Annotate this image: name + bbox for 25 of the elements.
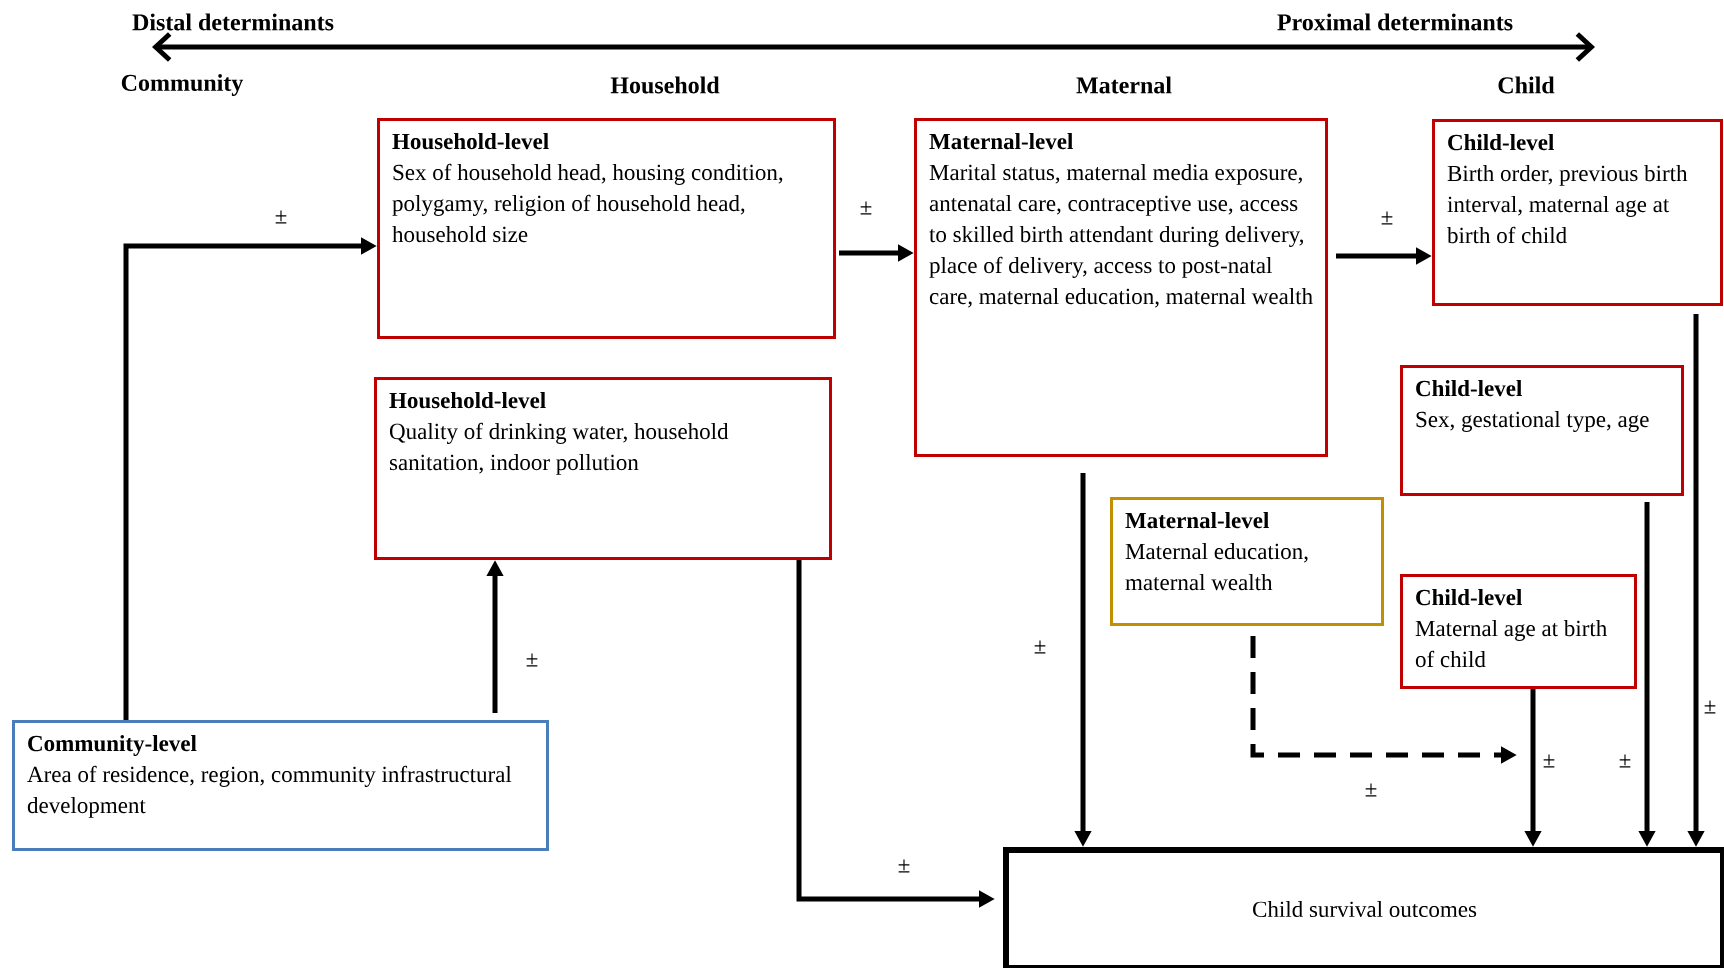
column-heading: Household [610,76,720,94]
outcome-box: Child survival outcomes [1003,847,1724,968]
determinant-label: Proximal determinants [1277,13,1513,31]
edge-label: ± [1617,753,1633,769]
edge-label: ± [1541,753,1557,769]
edge-label: ± [1032,639,1048,655]
factor-box: Child-level Birth order, previous birth interval, maternal age at birth of child [1432,119,1723,306]
column-heading: Community [121,74,244,96]
determinant-label: Distal determinants [132,13,334,31]
factor-box: Household-level Sex of household head, housing condition, polygamy, religion of household head, household size [377,118,836,339]
factor-box: Community-level Area of residence, region, community infrastructural development [12,720,549,851]
factor-box: Child-level Sex, gestational type, age [1400,365,1684,496]
column-heading: Child [1498,76,1555,94]
factor-box: Maternal-level Maternal education, maternal wealth [1110,497,1384,626]
edge-label: ± [524,652,540,668]
edge-label: ± [1379,210,1395,226]
edge-label: ± [273,209,289,225]
edge-label: ± [1702,699,1718,715]
edge-label: ± [1363,782,1379,798]
factor-box: Child-level Maternal age at birth of child [1400,574,1637,689]
factor-box: Maternal-level Marital status, maternal media exposure, antenatal care, contraceptive use, access to skilled birth attendant during delivery, place of delivery, access to post-natal care, maternal education, maternal wealth [914,118,1328,457]
edge-label: ± [896,858,912,874]
factor-box: Household-level Quality of drinking water, household sanitation, indoor pollution [374,377,832,560]
edge-label: ± [858,200,874,216]
column-heading: Maternal [1076,76,1172,94]
